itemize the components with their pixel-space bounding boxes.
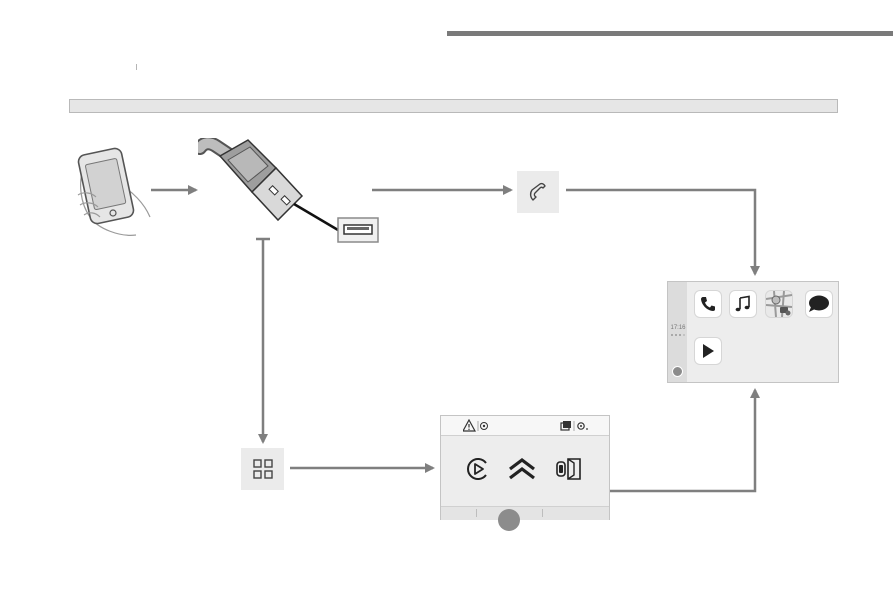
carplay-home-button[interactable] xyxy=(672,366,683,377)
carplay-app-music[interactable] xyxy=(729,290,757,318)
message-bubble-icon xyxy=(809,295,829,312)
vehicle-settings-icon[interactable] xyxy=(556,457,582,481)
arrow-call-to-carplay xyxy=(566,188,760,276)
carplay-sidebar xyxy=(668,282,687,382)
play-icon xyxy=(703,344,714,358)
phone-call-button[interactable] xyxy=(517,171,559,213)
carplay-app-phone[interactable] xyxy=(694,290,722,318)
page-tick-mark xyxy=(136,64,137,70)
app-grid-button[interactable] xyxy=(241,448,284,490)
usb-plug-icon xyxy=(198,138,339,232)
carplay-app-maps[interactable] xyxy=(765,290,793,318)
carplay-app-play[interactable] xyxy=(694,337,722,365)
bottom-bar-divider xyxy=(542,509,543,517)
bottom-bar-divider xyxy=(476,509,477,517)
app-grid-icon xyxy=(252,459,273,479)
usb-port-icon xyxy=(337,217,379,243)
settings-icon xyxy=(560,421,588,431)
carplay-play-icon[interactable] xyxy=(466,457,490,481)
carplay-signal-dots xyxy=(671,334,685,336)
phone-handset-icon xyxy=(529,182,546,201)
section-title-bar xyxy=(69,99,838,113)
carplay-app-messages[interactable] xyxy=(805,290,833,318)
warning-icon xyxy=(463,419,488,432)
header-rule xyxy=(447,31,893,36)
carplay-time: 17:16 xyxy=(670,325,686,331)
maps-icon xyxy=(766,291,792,317)
home-indicator-dot[interactable] xyxy=(498,509,520,531)
chevron-up-icon[interactable] xyxy=(508,458,536,480)
music-note-icon xyxy=(735,295,750,312)
headunit-bottom-bar xyxy=(441,506,609,520)
smartphone-in-hand-icon xyxy=(77,147,151,236)
phone-icon xyxy=(701,297,715,311)
